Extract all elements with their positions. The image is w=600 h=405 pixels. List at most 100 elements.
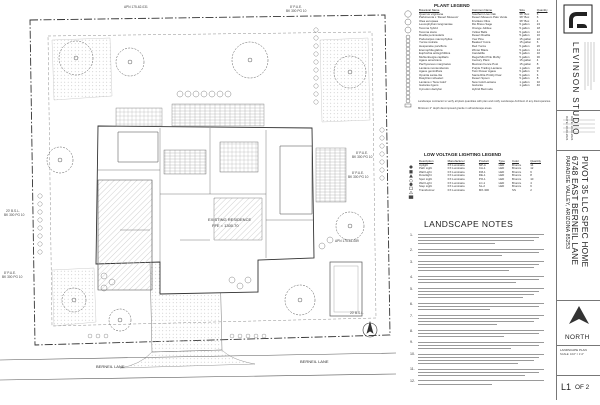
setback-top-label: 8' P.U.E. xyxy=(290,5,303,9)
project-address: 6748 EAST BERNEIL LANE xyxy=(570,156,580,266)
note-text-line xyxy=(418,380,544,382)
plant-legend-cell: Muhlenbergia capillaris xyxy=(419,54,449,59)
lighting-legend-cell: LED xyxy=(498,176,505,181)
note-text-line xyxy=(418,297,523,298)
sheet-number: L1 xyxy=(561,382,572,392)
site-plan-drawing xyxy=(0,14,397,381)
lighting-header-quantity: Quantity xyxy=(530,159,541,163)
lighting-legend-cell xyxy=(498,189,511,193)
site-plan: APN 175-62-031 8' P.U.E. BK 300 PG 10 AP… xyxy=(0,5,397,381)
plant-legend-cell: Rio Bravo Sage xyxy=(471,22,493,27)
title-block: LEVINSON STUDIO DATE: 10.06.2024 DATE: 1… xyxy=(556,0,600,400)
plant-legend-cell: 1 gallon xyxy=(519,65,530,70)
setback-right2-label: 8' P.U.E. xyxy=(352,171,365,175)
note-text-line xyxy=(418,332,539,334)
plant-legend-cell: 22 xyxy=(536,36,540,41)
north-label: NORTH xyxy=(565,334,590,341)
title-block-divider-4 xyxy=(557,345,600,346)
note-text-line xyxy=(418,359,534,361)
north-arrow xyxy=(569,306,589,324)
plant-legend-cell: 5 gallon xyxy=(519,69,530,74)
driveway-apron xyxy=(119,349,256,369)
rear-patio xyxy=(171,103,265,127)
lighting-legend-cell: 2 xyxy=(530,187,532,192)
note-text-line xyxy=(418,314,544,316)
lighting-legend-cell: Bronze xyxy=(512,169,522,174)
sheet-scale: SCALE: 1/16" = 1'-0" xyxy=(560,353,585,356)
title-block-divider-1 xyxy=(557,110,600,111)
plant-legend-cell: 36" Box xyxy=(519,11,530,16)
note-text-line xyxy=(418,335,504,337)
plant-legend-cell: Lantana x 'New Gold' xyxy=(419,79,447,84)
lighting-legend-cell: 6 xyxy=(530,184,532,189)
plant-legend-cell: 18 xyxy=(536,25,540,30)
note-text-line xyxy=(418,252,539,253)
note-text-line xyxy=(418,344,539,346)
setback-left2-sub-label: BK 300 PG 10 xyxy=(2,275,23,279)
plant-header-botanical: Botanical Name xyxy=(419,8,440,12)
plant-legend-cell: 5 gallon xyxy=(519,33,530,38)
plant-legend-cell: 5 xyxy=(536,11,539,16)
pool xyxy=(329,261,363,317)
plant-legend-cell: 15 gallon xyxy=(519,40,532,45)
plant-legend-cell: 5 gallon xyxy=(519,51,530,56)
lighting-legend-cell: FX Luminaire xyxy=(447,184,465,189)
note-text-line xyxy=(418,302,544,304)
lighting-header-product: Product xyxy=(478,159,489,163)
lighting-legend-cell: FM-1 xyxy=(478,169,486,174)
lighting-legend-cell: DE-1 xyxy=(478,173,486,178)
setback-right-sub-label: BK 300 PG 10 xyxy=(352,155,373,159)
interior-walls xyxy=(98,128,314,262)
lighting-legend-cell: Bronze xyxy=(512,180,522,185)
lighting-legend-cell: 8 xyxy=(530,173,532,178)
plant-legend-row: Ruellia peninsularis Desert Ruellia 5 gall… xyxy=(418,34,552,38)
plant-legend-cell: Yellow Bells xyxy=(471,29,488,34)
plant-header-common: Common Name xyxy=(471,8,493,12)
lighting-legend-cell: Wall Light xyxy=(419,169,432,174)
plant-legend-cell: 5 gallon xyxy=(519,29,530,34)
lighting-legend-cell: LED xyxy=(498,169,505,174)
plant-legend-cell: 6 xyxy=(536,15,539,20)
lighting-legend-symbols xyxy=(408,165,414,199)
plant-legend-cell: Ruellia peninsularis xyxy=(419,33,445,38)
plant-legend-cell: 16 xyxy=(536,33,540,38)
plant-legend-cell: Red Yucca xyxy=(471,43,486,48)
plant-legend-cell: Gazania rigens xyxy=(419,83,439,88)
plant-legend-cell: 5 gallon xyxy=(519,43,530,48)
plant-legend-cell: Gazania xyxy=(471,83,483,88)
plant-legend-cell: Hesperaloe parviflora xyxy=(419,43,447,48)
lighting-header-color: Color xyxy=(512,159,519,163)
note-text-line xyxy=(418,279,539,280)
plant-legend-cell: Hybrid Bermuda xyxy=(471,87,493,92)
plant-legend-cell: 15 gallon xyxy=(519,36,532,41)
planting-bed-sw xyxy=(51,267,97,327)
plant-legend-cell xyxy=(536,88,552,92)
side-patio xyxy=(315,147,347,203)
note-number: 4. xyxy=(410,274,413,279)
plant-legend-cell: Yew Pine xyxy=(471,36,484,41)
hedge-rows xyxy=(37,27,385,339)
note-number: 12. xyxy=(410,379,415,384)
plant-legend-cell: 15 gallon xyxy=(519,61,532,66)
apn-right-label: APN 175-61-089 xyxy=(335,239,359,243)
lighting-legend-cell: Transformer xyxy=(419,187,435,192)
plant-legend-cell: Desert Ruellia xyxy=(471,33,491,38)
lighting-legend-cell: Bronze xyxy=(512,184,522,189)
lighting-legend-cell: Well Light xyxy=(419,180,432,185)
tree-canopies xyxy=(46,40,367,332)
plant-legend-cell: 1 gallon xyxy=(519,83,530,88)
plant-legend-cell: Regal Mist Pink Muhly xyxy=(471,54,501,59)
lighting-legend-cell: SS xyxy=(512,187,516,192)
landscape-notes-body: 1.2.3.4.5.6.7.8.9.10.11.12. xyxy=(410,233,550,400)
firm-contact-lines xyxy=(584,42,595,90)
lighting-header-description: Description xyxy=(419,159,434,163)
lighting-legend-cell: Bronze xyxy=(512,162,522,167)
